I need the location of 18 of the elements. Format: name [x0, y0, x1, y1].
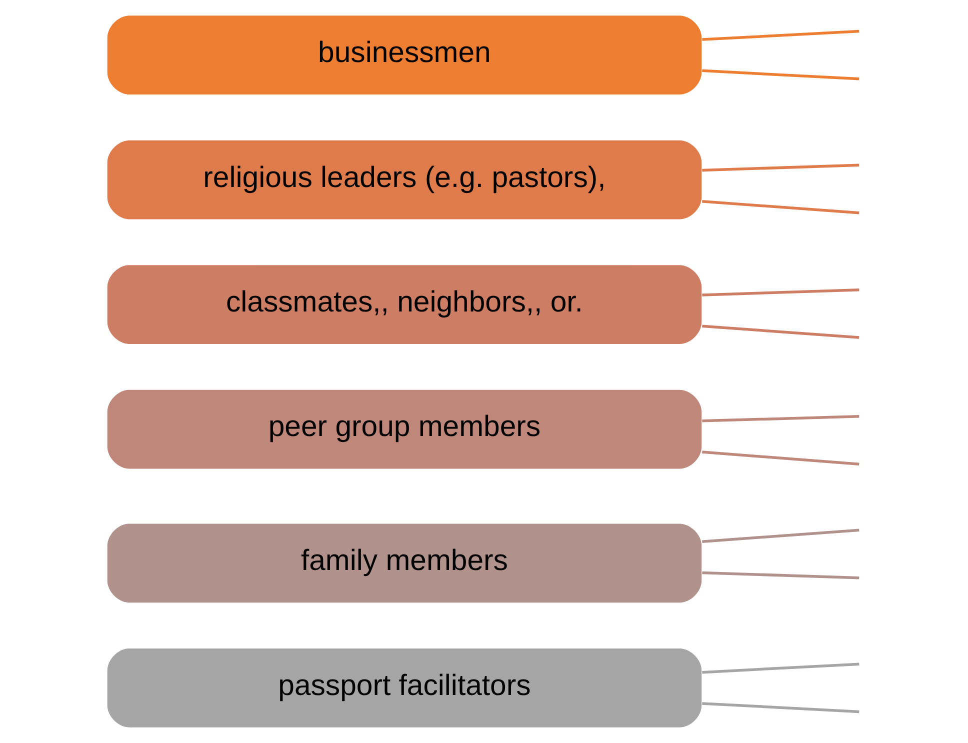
connector — [702, 30, 860, 41]
connector — [702, 662, 860, 674]
node-box: religious leaders (e.g. pastors), — [107, 140, 702, 220]
connector — [702, 324, 860, 339]
connector — [702, 69, 860, 80]
connector — [702, 415, 860, 422]
node-box: businessmen — [107, 16, 702, 95]
connector — [702, 571, 860, 580]
node-box: classmates,, neighbors,, or. — [107, 265, 702, 344]
connector — [702, 288, 860, 296]
connector — [702, 164, 860, 172]
connector — [702, 450, 860, 466]
node-box: passport facilitators — [107, 648, 702, 728]
connector — [702, 200, 860, 214]
connector — [702, 528, 860, 543]
connector — [702, 702, 860, 714]
node-box: family members — [107, 524, 702, 603]
node-box: peer group members — [107, 390, 702, 469]
